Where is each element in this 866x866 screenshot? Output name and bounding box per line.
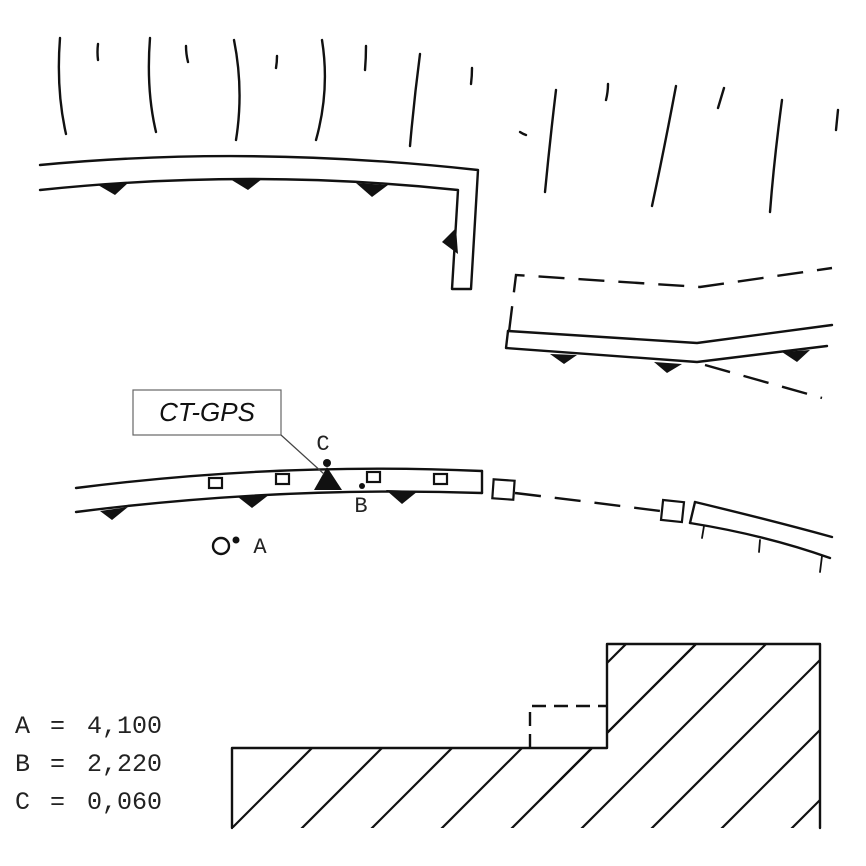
gps-target-icon — [314, 467, 342, 490]
point-a-label: A — [253, 535, 267, 560]
point-a-circle-icon — [211, 536, 231, 556]
callout: CT-GPS — [132, 389, 325, 475]
point-c-dot — [323, 459, 331, 467]
point-c-label: C — [316, 432, 329, 457]
svg-text:=: = — [50, 712, 65, 741]
svg-text:=: = — [50, 750, 65, 779]
legend-key: B — [15, 750, 30, 779]
legend-value: 4,100 — [87, 712, 162, 741]
curved-wall-top-left — [38, 154, 480, 291]
point-b-label: B — [354, 494, 367, 519]
marker-box — [274, 472, 291, 486]
legend-value: 2,220 — [87, 750, 162, 779]
legend-row: B = 2,220 — [15, 750, 162, 779]
curved-wall-middle — [74, 459, 484, 520]
point-a-marker — [211, 536, 240, 556]
legend-key: A — [15, 712, 30, 741]
marker-box — [207, 476, 224, 490]
callout-label: CT-GPS — [159, 397, 255, 427]
cross-section — [230, 642, 822, 830]
dashed-connection — [491, 478, 834, 573]
marker-box — [432, 472, 449, 486]
legend-value: 0,060 — [87, 788, 162, 817]
ground-strokes — [57, 36, 840, 214]
svg-text:=: = — [50, 788, 65, 817]
legend-row: C = 0,060 — [15, 788, 162, 817]
wall-segment-right — [504, 266, 834, 400]
legend-key: C — [15, 788, 30, 817]
legend-row: A = 4,100 — [15, 712, 162, 741]
marker-box — [365, 470, 382, 484]
legend: A = 4,100 B = 2,220 C = 0,060 — [15, 712, 162, 817]
point-b-dot — [359, 483, 365, 489]
